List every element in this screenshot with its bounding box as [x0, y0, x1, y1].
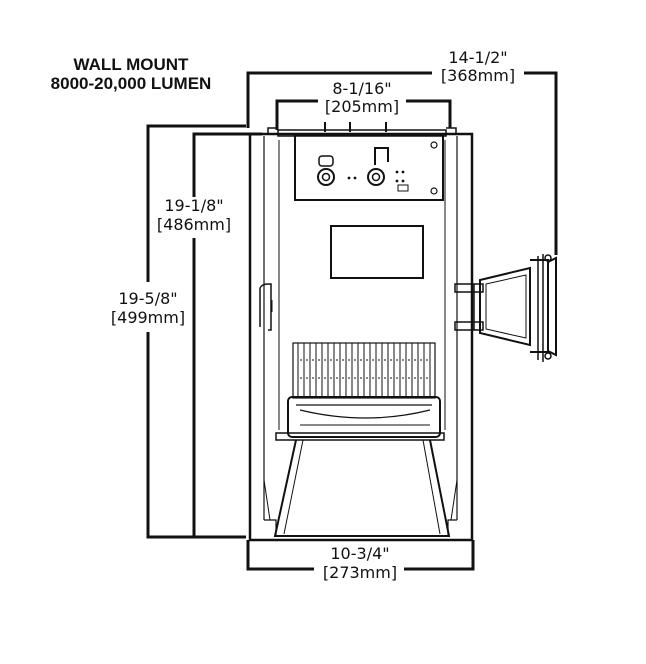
led-module	[287, 396, 441, 438]
dim-top-width-imperial: 8-1/16"	[332, 79, 391, 98]
dim-line-bottom-width	[246, 540, 475, 571]
fixture	[248, 122, 557, 542]
dimension-lines	[146, 71, 558, 571]
dim-bottom-width-metric: [273mm]	[323, 563, 397, 582]
connector-right	[367, 168, 385, 186]
side-latch	[259, 283, 272, 331]
title-line-1: WALL MOUNT	[73, 55, 189, 74]
dim-top-width-metric: [205mm]	[325, 97, 399, 116]
title-line-2: 8000-20,000 LUMEN	[50, 74, 212, 93]
dim-inner-height-imperial: 19-1/8"	[164, 196, 223, 215]
dim-overall-height-metric: [499mm]	[111, 308, 185, 327]
dim-line-overall-width	[246, 71, 558, 255]
label-plate	[330, 225, 424, 279]
dim-inner-height-metric: [486mm]	[157, 215, 231, 234]
reflector	[273, 439, 451, 537]
dim-line-inner-height	[192, 132, 262, 537]
dim-overall-height-imperial: 19-5/8"	[118, 289, 177, 308]
dim-overall-width-imperial: 14-1/2"	[448, 48, 507, 67]
dim-line-overall-height	[146, 124, 246, 539]
driver-panel	[294, 134, 444, 201]
dim-bottom-width-imperial: 10-3/4"	[330, 544, 389, 563]
heat-sink	[292, 342, 436, 399]
connector-left	[317, 168, 335, 186]
wall-bracket	[454, 254, 557, 362]
dim-line-top-width	[275, 99, 452, 130]
dim-overall-width-metric: [368mm]	[441, 66, 515, 85]
